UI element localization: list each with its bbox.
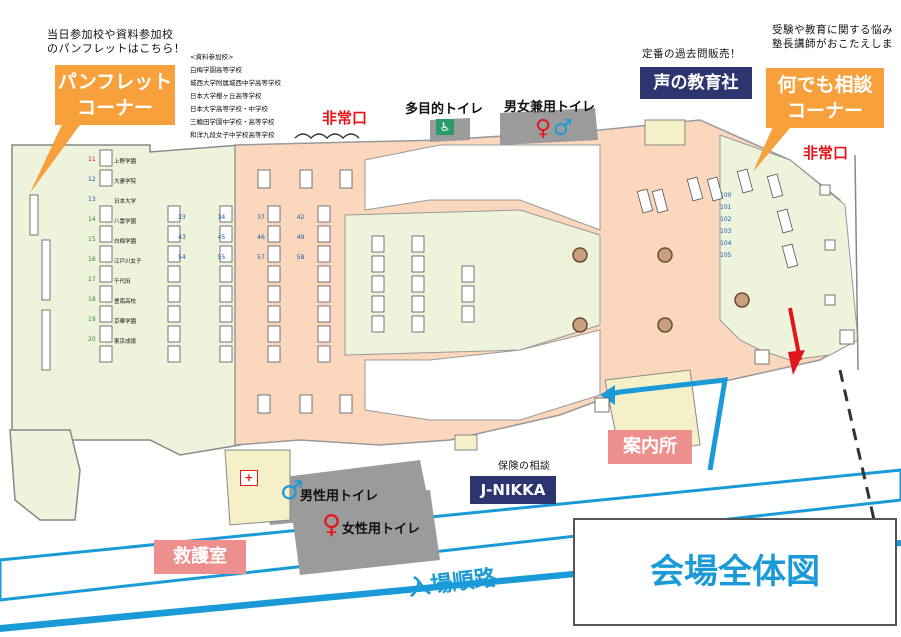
insurance-note: 保険の相談 [498,461,551,472]
booth-number: 18 [88,296,96,303]
koe-no-kyoikusha-label: 声の教育社 [640,67,752,99]
booth-label: 千代田 [114,279,131,285]
booth-number: 58 [296,254,305,261]
document-participant-list: <資料参加校> 白梅学園高等学校 城西大学附属城西中学高等学校 日本大学櫻ヶ丘高… [190,51,281,142]
past-exam-note: 定番の過去問販売！ [642,48,741,60]
document-school: 和洋九段女子中学校高等学校 [190,131,275,139]
booth-number: 43 [178,234,186,241]
pamphlet-corner-line-2: コーナー [76,97,153,119]
lobby-void-bottom [364,329,601,421]
booth-number: 101 [720,204,732,211]
booth-number: 16 [88,256,96,263]
map-title: 会場全体図 [573,518,897,626]
booth-number: 55 [217,254,226,261]
first-aid-label: 救護室 [154,540,246,574]
information-label: 案内所 [608,430,692,464]
j-nikka-booth [454,434,478,451]
booth-number: 46 [257,234,265,241]
consult-corner-line-2: コーナー [786,100,863,122]
exit-arrow-head [788,350,805,375]
first-aid-room [224,449,291,526]
booth-number: 33 [178,214,186,221]
booth-numbers-center: 33 34 37 42 43 45 46 49 54 55 57 58 [178,208,378,268]
womens-toilet-label: 女性用トイレ [342,522,421,537]
pamphlet-note: 当日参加校や資料参加校 のパンフレットはこちら！ [47,28,185,56]
document-participant-heading: <資料参加校> [190,53,234,61]
female-toilet-icon: ♀ [535,116,552,141]
booth-number: 17 [88,276,96,283]
exterior-line [854,154,859,371]
booth-number: 104 [720,240,732,247]
document-school: 日本大学櫻ヶ丘高等学校 [190,92,262,100]
female-icon: ♀ [322,510,342,540]
booth-label: 京華学園 [114,319,137,325]
booth-numbers-right: 100 101 102 103 104 105 [720,190,760,262]
pamphlet-note-line-2: のパンフレットはこちら！ [47,42,186,55]
booth-number: 45 [217,234,226,241]
pamphlet-corner-line-1: パンフレット [57,71,173,93]
first-aid-icon: + [240,470,258,486]
booth-label: 大妻学院 [114,179,137,185]
male-toilet-icon: ♂ [553,116,573,141]
booth-number: 49 [296,234,305,241]
consult-callout-tail [753,122,795,172]
booth-label: 日本大学 [114,199,137,205]
booth-number: 15 [88,236,96,243]
j-nikka-label: J-NIKKA [470,476,556,504]
booth-number: 14 [88,216,96,223]
booth-number: 103 [720,228,732,235]
booth-label: 豊南高校 [114,299,137,305]
exit-doors [294,133,360,140]
booth-label: 江戸川女子 [114,259,142,265]
document-school: 日本大学高等学校・中学校 [190,105,268,113]
pamphlet-corner-callout: パンフレット コーナー [55,65,175,125]
document-school: 城西大学附属城西中学高等学校 [190,79,281,87]
booth-number: 11 [88,156,96,163]
booth-labels-left: 上野学園 大妻学院 日本大学 八雲学園 白梅学園 江戸川女子 千代田 豊南高校 … [114,152,154,352]
multipurpose-toilet-label: 多目的トイレ [405,102,484,117]
lobby-void-top [364,144,601,231]
emergency-exit-top: 非常口 [322,109,368,127]
booth-number: 12 [88,176,96,183]
booth-number: 54 [178,254,186,261]
booth-label: 上野学園 [114,159,137,165]
sales-booth [644,119,686,146]
pamphlet-callout-tail [30,118,85,193]
emergency-exit-right: 非常口 [803,144,849,162]
consult-note-line-1: 受験や教育に関する悩み [772,24,893,36]
accessible-icon: ♿ [436,119,454,135]
consult-corner-callout: 何でも相談 コーナー [766,68,884,128]
unisex-toilet-block [500,108,598,145]
booth-label: 八雲学園 [114,219,137,225]
consult-note-line-2: 塾長講師がおこたえしま [772,38,893,50]
booth-number: 57 [257,254,265,261]
male-icon: ♂ [280,476,304,506]
consult-note: 受験や教育に関する悩み 塾長講師がおこたえしま [772,23,893,51]
booth-number: 105 [720,252,732,259]
route-arrow-head [600,385,615,405]
booth-label: 白梅学園 [114,239,137,245]
womens-toilet-block [290,490,440,575]
booth-number: 37 [257,214,265,221]
center-wedge [344,209,601,356]
left-lower-room [9,429,81,521]
booth-number: 34 [217,214,226,221]
document-school: 三輪田学園中学校・高等学校 [190,118,275,126]
pillars [572,247,750,333]
booth-number: 19 [88,316,96,323]
booth-number: 100 [720,192,732,199]
booth-number: 42 [296,214,305,221]
booth-tables [29,149,855,414]
booth-number: 13 [88,196,96,203]
consult-corner-line-1: 何でも相談 [777,74,873,96]
booth-number: 20 [88,336,96,343]
booth-number: 102 [720,216,732,223]
unisex-toilet-label: 男女兼用トイレ [504,100,596,115]
mens-toilet-label: 男性用トイレ [300,489,379,504]
booth-label: 東京成徳 [114,339,137,345]
booth-numbers-left: 11 12 13 14 15 16 17 18 19 20 [88,150,102,350]
pamphlet-note-line-1: 当日参加校や資料参加校 [47,28,174,41]
document-school: 白梅学園高等学校 [190,66,242,74]
